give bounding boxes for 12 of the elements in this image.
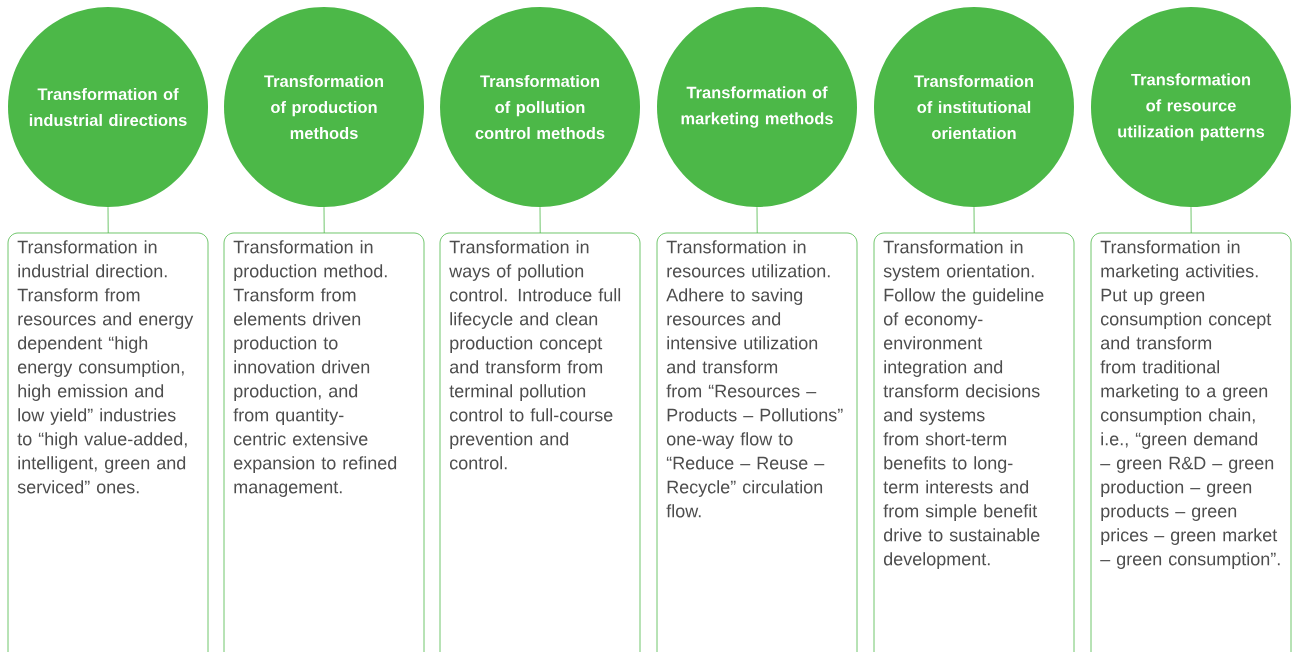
connector-line xyxy=(107,206,109,234)
connector-line xyxy=(323,206,325,234)
connector-line xyxy=(756,206,758,234)
connector-line xyxy=(973,206,975,234)
description-box: Transformation in system orientation. Follow the guideline of economy-environment integration and transform decisions and systems from short-term benefits to long-term interests and from simple benefit drive to sustainable development. xyxy=(873,232,1075,652)
description-box: Transformation in resources utilization. Adhere to saving resources and intensive utilization and transform from “Resources – Products – Pollutions” one-way flow to “Reduce – Reuse – Recycle” circulation flow. xyxy=(656,232,858,652)
connector-line xyxy=(539,206,541,234)
description-box: Transformation in production method. Transform from elements driven production to innovation driven production, and from quantity-centric extensive expansion to refined management. xyxy=(223,232,425,652)
description-box: Transformation in ways of pollution control. Introduce full lifecycle and clean production concept and transform from terminal pollution control to full-course prevention and control. xyxy=(439,232,641,652)
description-box: Transformation in marketing activities. Put up green consumption concept and transform from traditional marketing to a green consumption chain, i.e., “green demand – green R&D – green production – green products – green prices – green market – green consumption”. xyxy=(1090,232,1292,652)
connector-line xyxy=(1190,206,1192,234)
description-box: Transformation in industrial direction. Transform from resources and energy dependent “high energy consumption, high emission and low yield” industries to “high value-added, intelligent, green and serviced” ones. xyxy=(7,232,209,652)
